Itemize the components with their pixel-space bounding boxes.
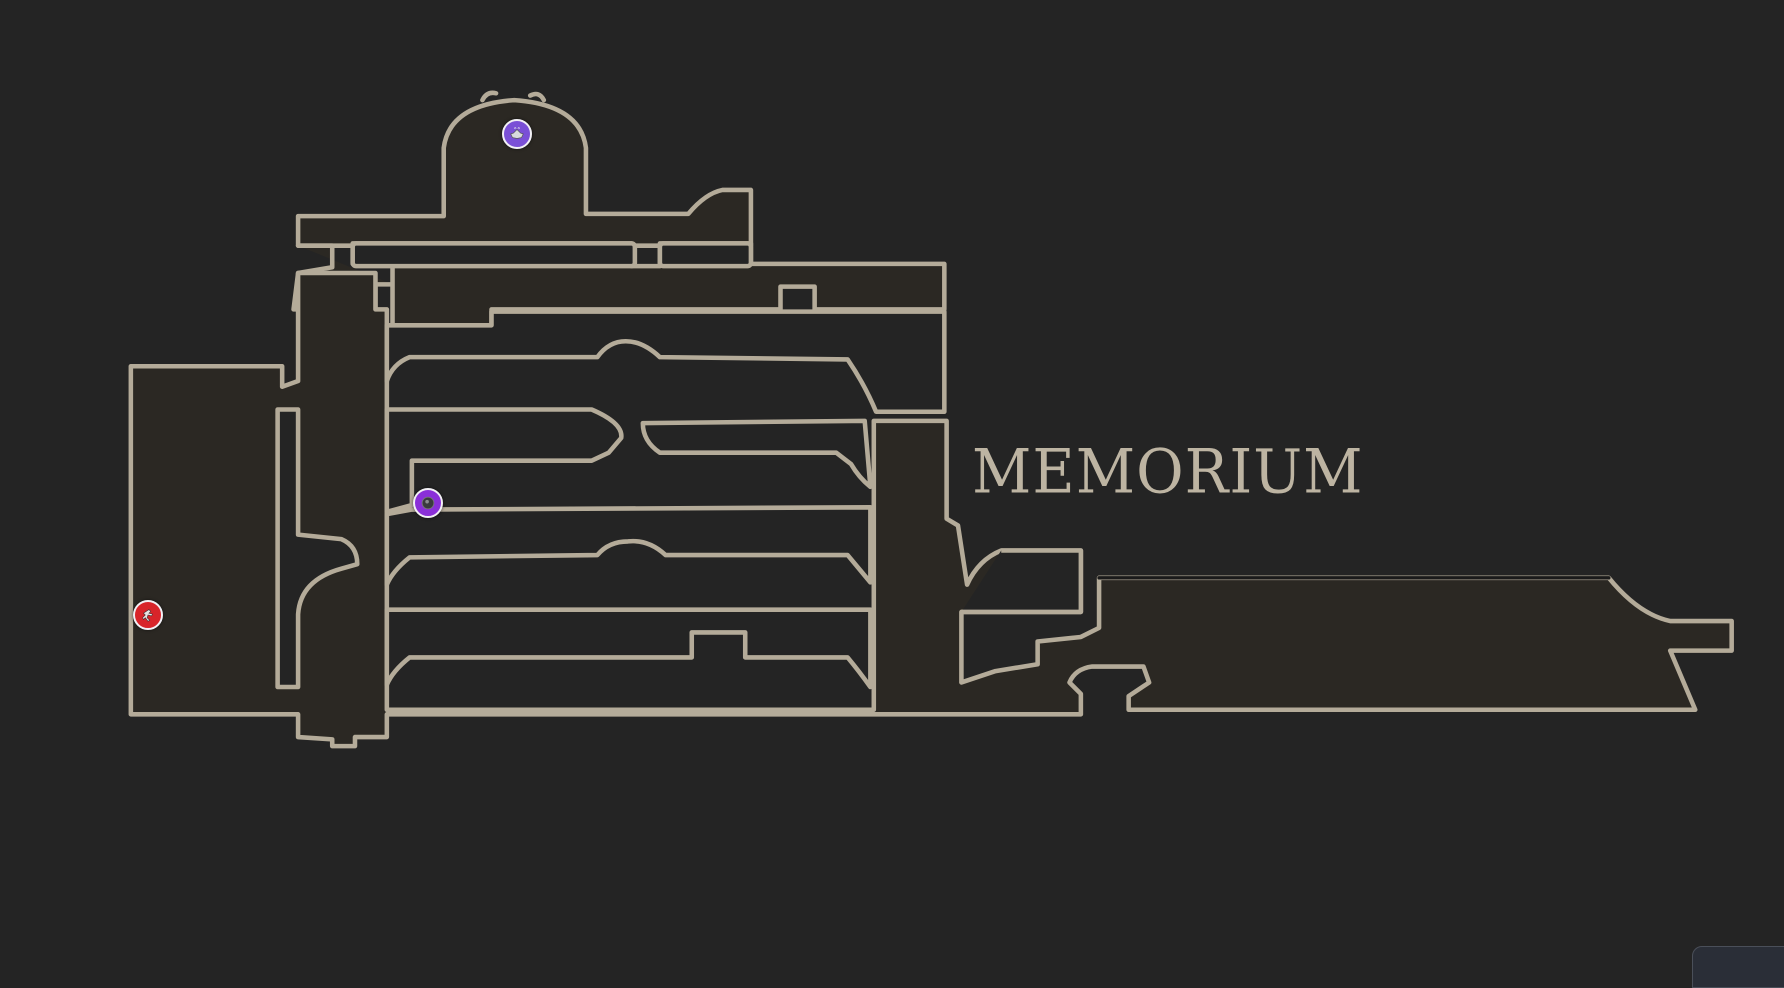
orb-relic-icon <box>421 496 435 510</box>
side-panel-edge[interactable] <box>1692 946 1784 988</box>
room-top-dome <box>295 97 754 248</box>
map-marker-top-dome[interactable] <box>502 119 532 149</box>
room-main-shaft <box>128 270 1734 749</box>
map-canvas[interactable] <box>0 0 1784 960</box>
area-name-label: MEMORIUM <box>972 436 1364 508</box>
map-marker-mid-left[interactable] <box>413 488 443 518</box>
shell-relic-icon <box>510 127 524 139</box>
runner-icon <box>142 609 153 622</box>
player-location-marker[interactable] <box>133 600 163 630</box>
